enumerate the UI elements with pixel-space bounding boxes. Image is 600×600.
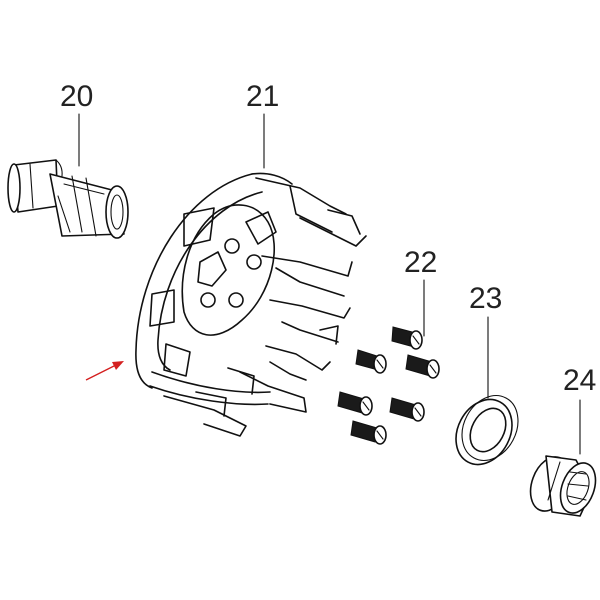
part-label-21: 21: [246, 80, 279, 113]
part-label-22: 22: [404, 246, 437, 279]
part-label-24: 24: [563, 364, 596, 397]
part-label-20: 20: [60, 80, 93, 113]
splined-bushing-icon: [529, 455, 597, 517]
screw-3: [405, 354, 440, 379]
clutch-cage-icon: [135, 172, 367, 437]
screw-5: [389, 397, 425, 422]
screw-icon: [337, 326, 440, 445]
screw-4: [337, 391, 373, 416]
screw-1: [391, 326, 423, 350]
screw-6: [350, 420, 387, 445]
part-label-23: 23: [469, 282, 502, 315]
screw-2: [355, 349, 387, 374]
red-arrow-icon: [85, 361, 124, 381]
leader-lines: [78, 113, 581, 455]
washer-ring-icon: [455, 395, 519, 466]
spindle-sleeve-icon: [7, 159, 129, 239]
